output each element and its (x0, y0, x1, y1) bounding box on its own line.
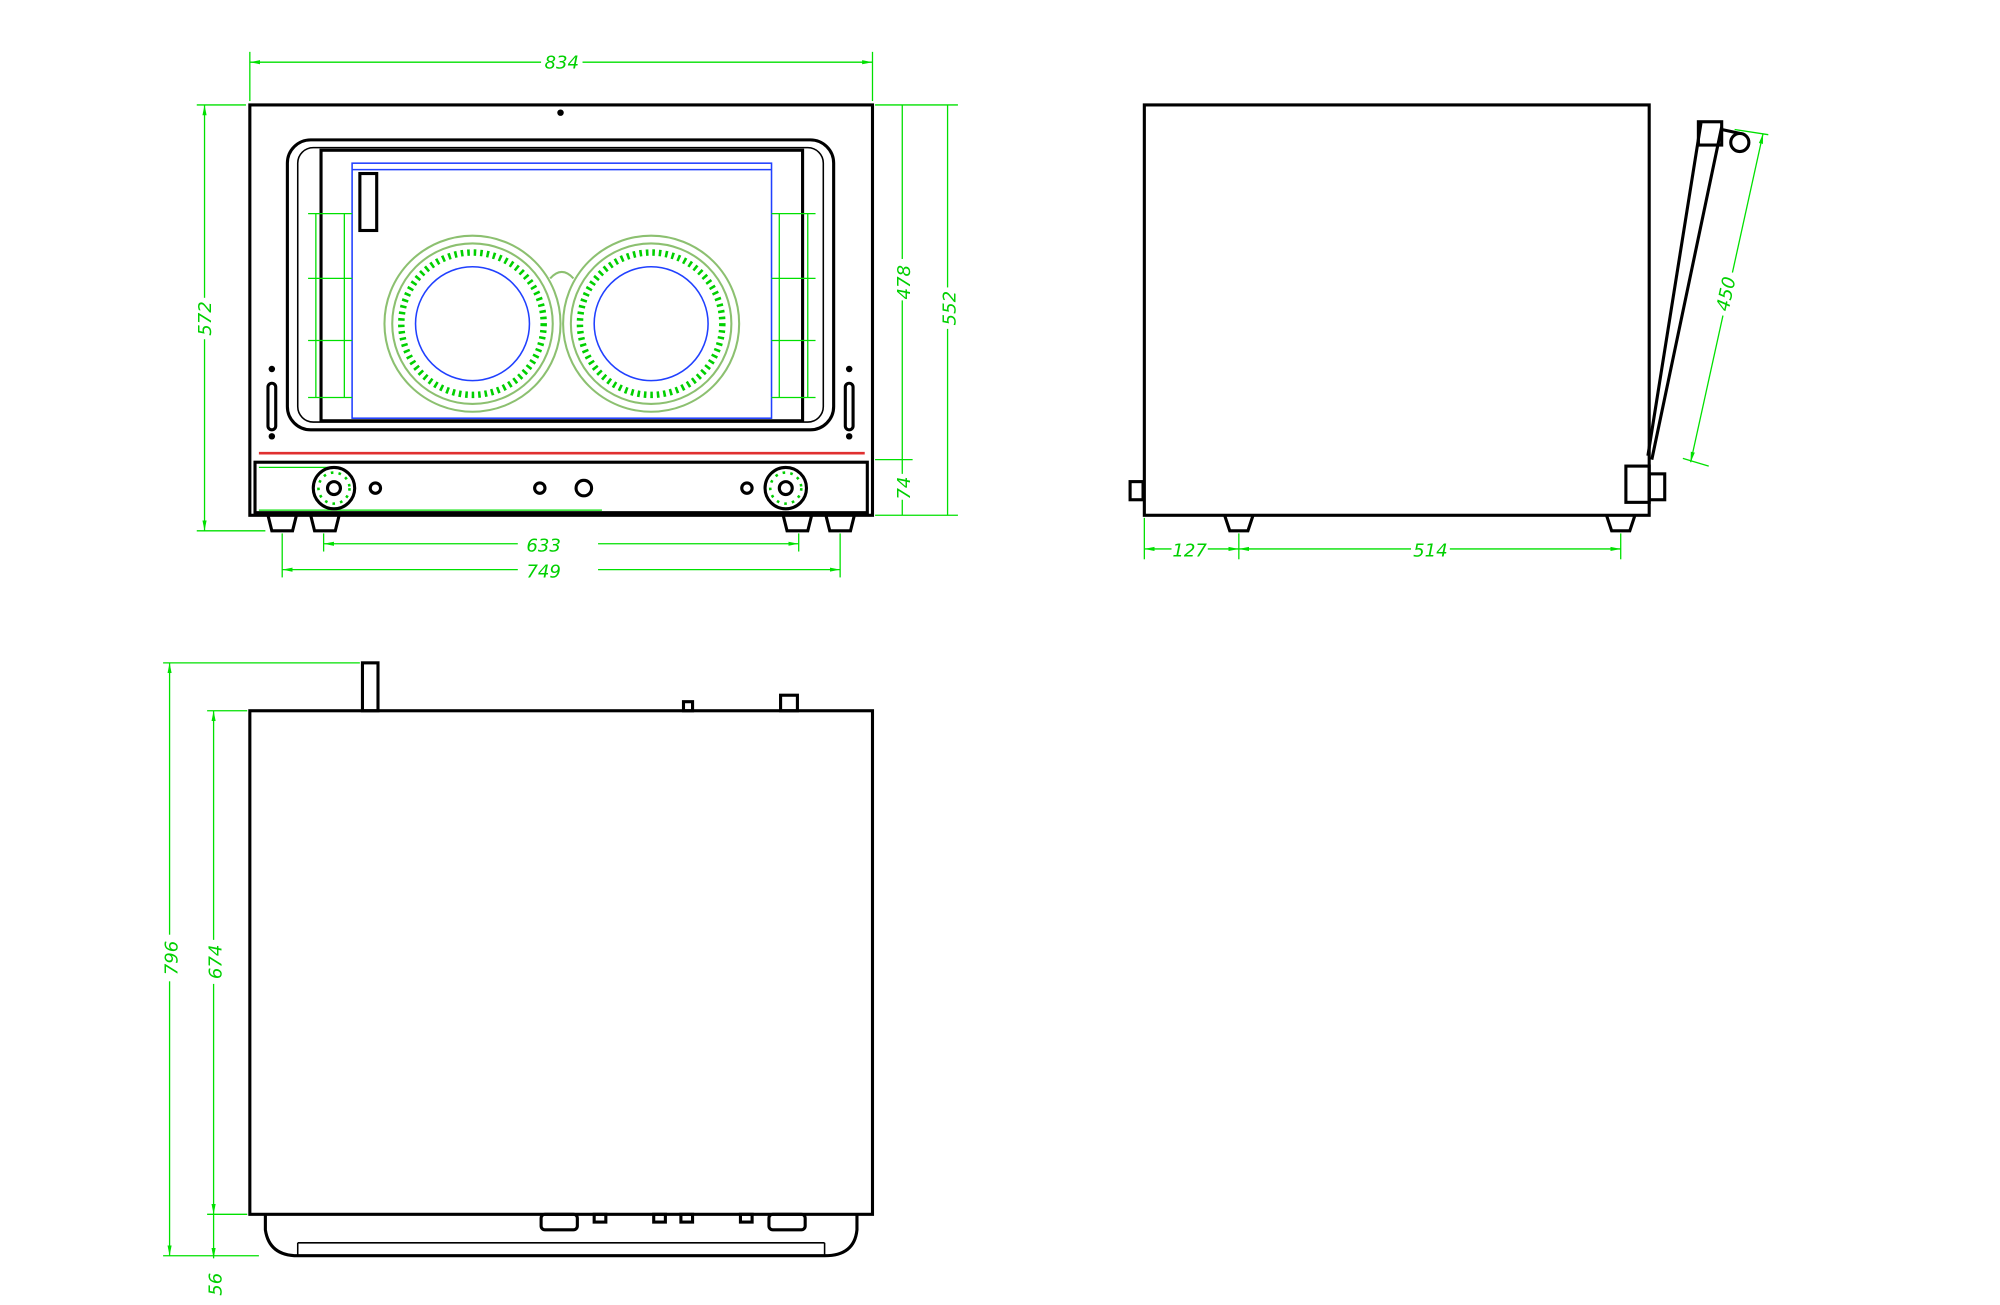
front-panel-bracket (263, 1214, 859, 1258)
top-view: 796 674 56 (159, 661, 875, 1296)
top-view-knobs (539, 1212, 807, 1232)
dimension-label: 633 (526, 536, 561, 557)
rack-rails-right (771, 213, 816, 399)
switch-button (574, 478, 594, 498)
rack-rails-left (308, 213, 353, 399)
dimension-label: 127 (1172, 541, 1207, 562)
dimension-label: 74 (894, 477, 915, 500)
side-rear-connector (1128, 480, 1145, 502)
dimension-top-depth: 796 674 56 (159, 662, 360, 1296)
dimension-label: 749 (526, 561, 561, 582)
indicator-light-3 (740, 481, 754, 495)
dimension-feet: 633 749 (281, 533, 841, 582)
steam-pipe (360, 661, 380, 713)
vent-slot-right (843, 365, 855, 440)
fan-guard-bridge (549, 270, 575, 280)
dimension-label: 572 (195, 301, 216, 336)
control-panel (253, 460, 869, 515)
side-feet (1223, 514, 1637, 533)
front-view: 834 572 478 74 552 633 (194, 51, 960, 582)
door-hinge (1624, 464, 1651, 504)
dimension-door-height: 478 74 552 (875, 104, 960, 516)
dimension-label: 552 (939, 291, 960, 326)
top-body-outline (248, 709, 875, 1216)
dimension-door-length: 450 (1682, 128, 1769, 467)
fan-right (562, 234, 741, 413)
top-fitting-2 (779, 693, 799, 713)
vent-slot-left (266, 365, 278, 440)
front-body-outline (248, 103, 875, 517)
hinge-cap (1647, 472, 1667, 502)
side-body-outline (1142, 103, 1651, 517)
glass-panel (319, 148, 805, 423)
knob-timer (311, 465, 357, 511)
dimension-front-width: 834 (249, 51, 874, 102)
indicator-light-1 (368, 481, 383, 495)
front-feet (266, 514, 856, 533)
top-fitting-1 (681, 700, 695, 713)
dimension-side-depth: 127 514 (1143, 517, 1622, 562)
side-view: 450 127 514 (1128, 103, 1769, 562)
dimension-label: 450 (1713, 275, 1741, 313)
dimension-label: 478 (894, 265, 915, 300)
door-latch (358, 171, 379, 233)
dimension-front-height: 572 (194, 104, 266, 532)
dimension-label: 674 (205, 945, 226, 980)
fan-left (383, 234, 562, 413)
door-window-frame (285, 138, 836, 432)
knob-temperature (763, 465, 809, 511)
indicator-light-2 (533, 481, 547, 495)
dimension-label: 56 (205, 1273, 226, 1296)
dimension-label: 514 (1413, 541, 1448, 562)
top-screw (557, 109, 564, 116)
oven-cavity (351, 162, 773, 419)
dimension-label: 796 (161, 941, 182, 976)
dimension-label: 834 (545, 53, 580, 74)
